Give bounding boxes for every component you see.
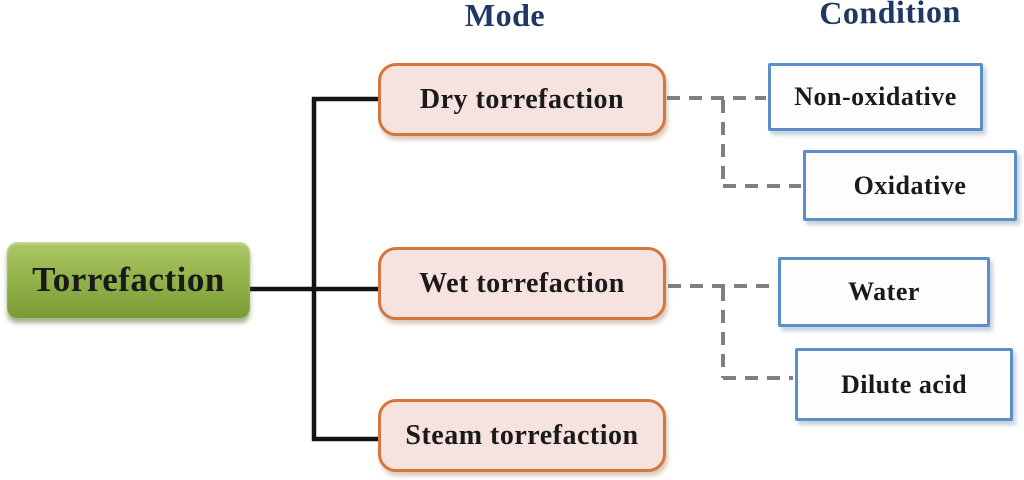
node-non-oxidative-label: Non-oxidative: [794, 82, 957, 111]
column-header-condition: Condition: [819, 0, 961, 31]
node-water-label: Water: [848, 277, 920, 306]
node-torrefaction: Torrefaction: [7, 242, 250, 318]
node-oxidative-label: Oxidative: [853, 170, 967, 200]
node-water: Water: [778, 257, 990, 327]
column-header-mode: Mode: [464, 0, 546, 33]
node-dry-torrefaction: Dry torrefaction: [378, 63, 666, 136]
node-non-oxidative: Non-oxidative: [768, 63, 983, 131]
node-dry-torrefaction-label: Dry torrefaction: [419, 83, 625, 115]
node-wet-torrefaction: Wet torrefaction: [378, 247, 666, 320]
node-torrefaction-label: Torrefaction: [32, 260, 225, 299]
node-dilute-acid-label: Dilute acid: [840, 369, 968, 399]
node-steam-torrefaction-label: Steam torrefaction: [405, 419, 639, 451]
dashed-connectors: [667, 96, 801, 380]
node-oxidative: Oxidative: [803, 150, 1017, 221]
node-dilute-acid: Dilute acid: [795, 348, 1013, 421]
node-steam-torrefaction: Steam torrefaction: [378, 399, 666, 472]
node-wet-torrefaction-label: Wet torrefaction: [419, 267, 625, 299]
solid-connectors: [250, 96, 378, 442]
